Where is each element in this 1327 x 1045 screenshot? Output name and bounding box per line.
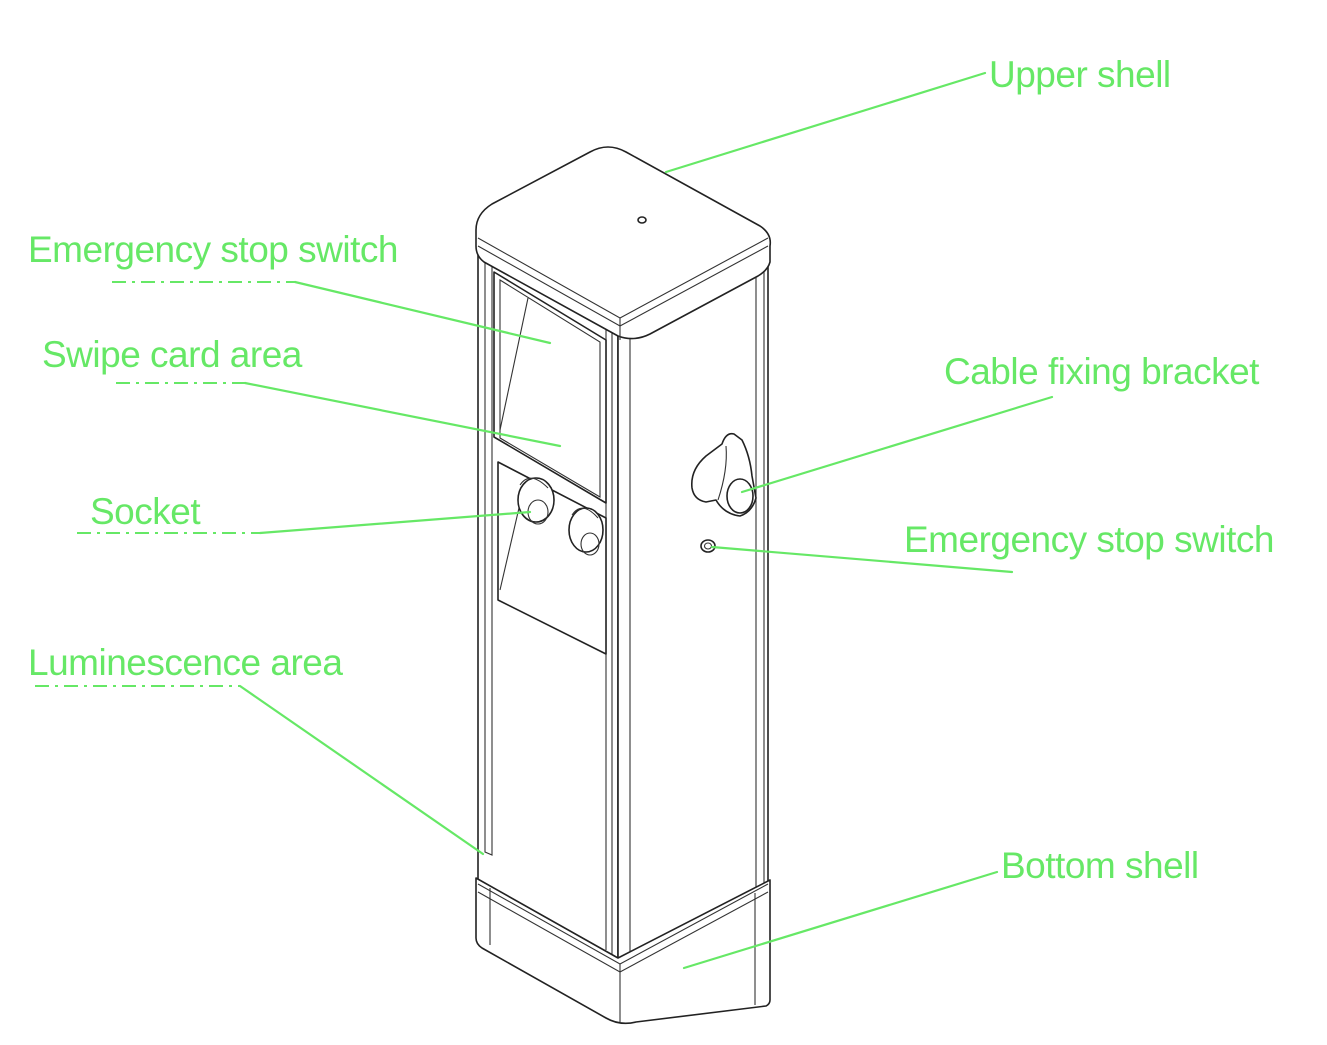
charging-pile-drawing xyxy=(475,146,772,1025)
leader-swipe-card xyxy=(243,381,562,448)
label-bottom-shell: Bottom shell xyxy=(1001,845,1199,886)
label-cable-fixing-bracket: Cable fixing bracket xyxy=(944,351,1260,392)
leader-emergency-stop-left xyxy=(293,280,552,345)
socket-right xyxy=(568,507,604,556)
label-socket: Socket xyxy=(90,491,201,532)
side-face xyxy=(617,247,769,966)
callout-labels: Upper shell Emergency stop switch Swipe … xyxy=(28,54,1274,886)
socket-left xyxy=(517,477,555,525)
swipe-card-panel xyxy=(493,271,607,504)
label-emergency-stop-switch-right: Emergency stop switch xyxy=(904,519,1274,560)
label-emergency-stop-switch-left: Emergency stop switch xyxy=(28,229,398,270)
leader-cable-fixing-bracket xyxy=(740,395,1054,494)
label-swipe-card-area: Swipe card area xyxy=(42,334,303,375)
cable-fixing-bracket xyxy=(690,432,757,517)
label-upper-shell: Upper shell xyxy=(989,54,1171,95)
leader-luminescence xyxy=(238,684,485,856)
label-luminescence-area: Luminescence area xyxy=(28,642,343,683)
callout-leaders xyxy=(35,71,1054,970)
top-hole xyxy=(637,216,647,224)
side-emergency-stop-button xyxy=(700,539,716,553)
bottom-shell xyxy=(475,877,771,1025)
leader-emergency-stop-right xyxy=(710,545,1014,574)
leader-upper-shell xyxy=(664,71,987,174)
leader-socket xyxy=(258,510,532,535)
leader-bottom-shell xyxy=(682,870,999,970)
upper-shell xyxy=(475,146,772,340)
